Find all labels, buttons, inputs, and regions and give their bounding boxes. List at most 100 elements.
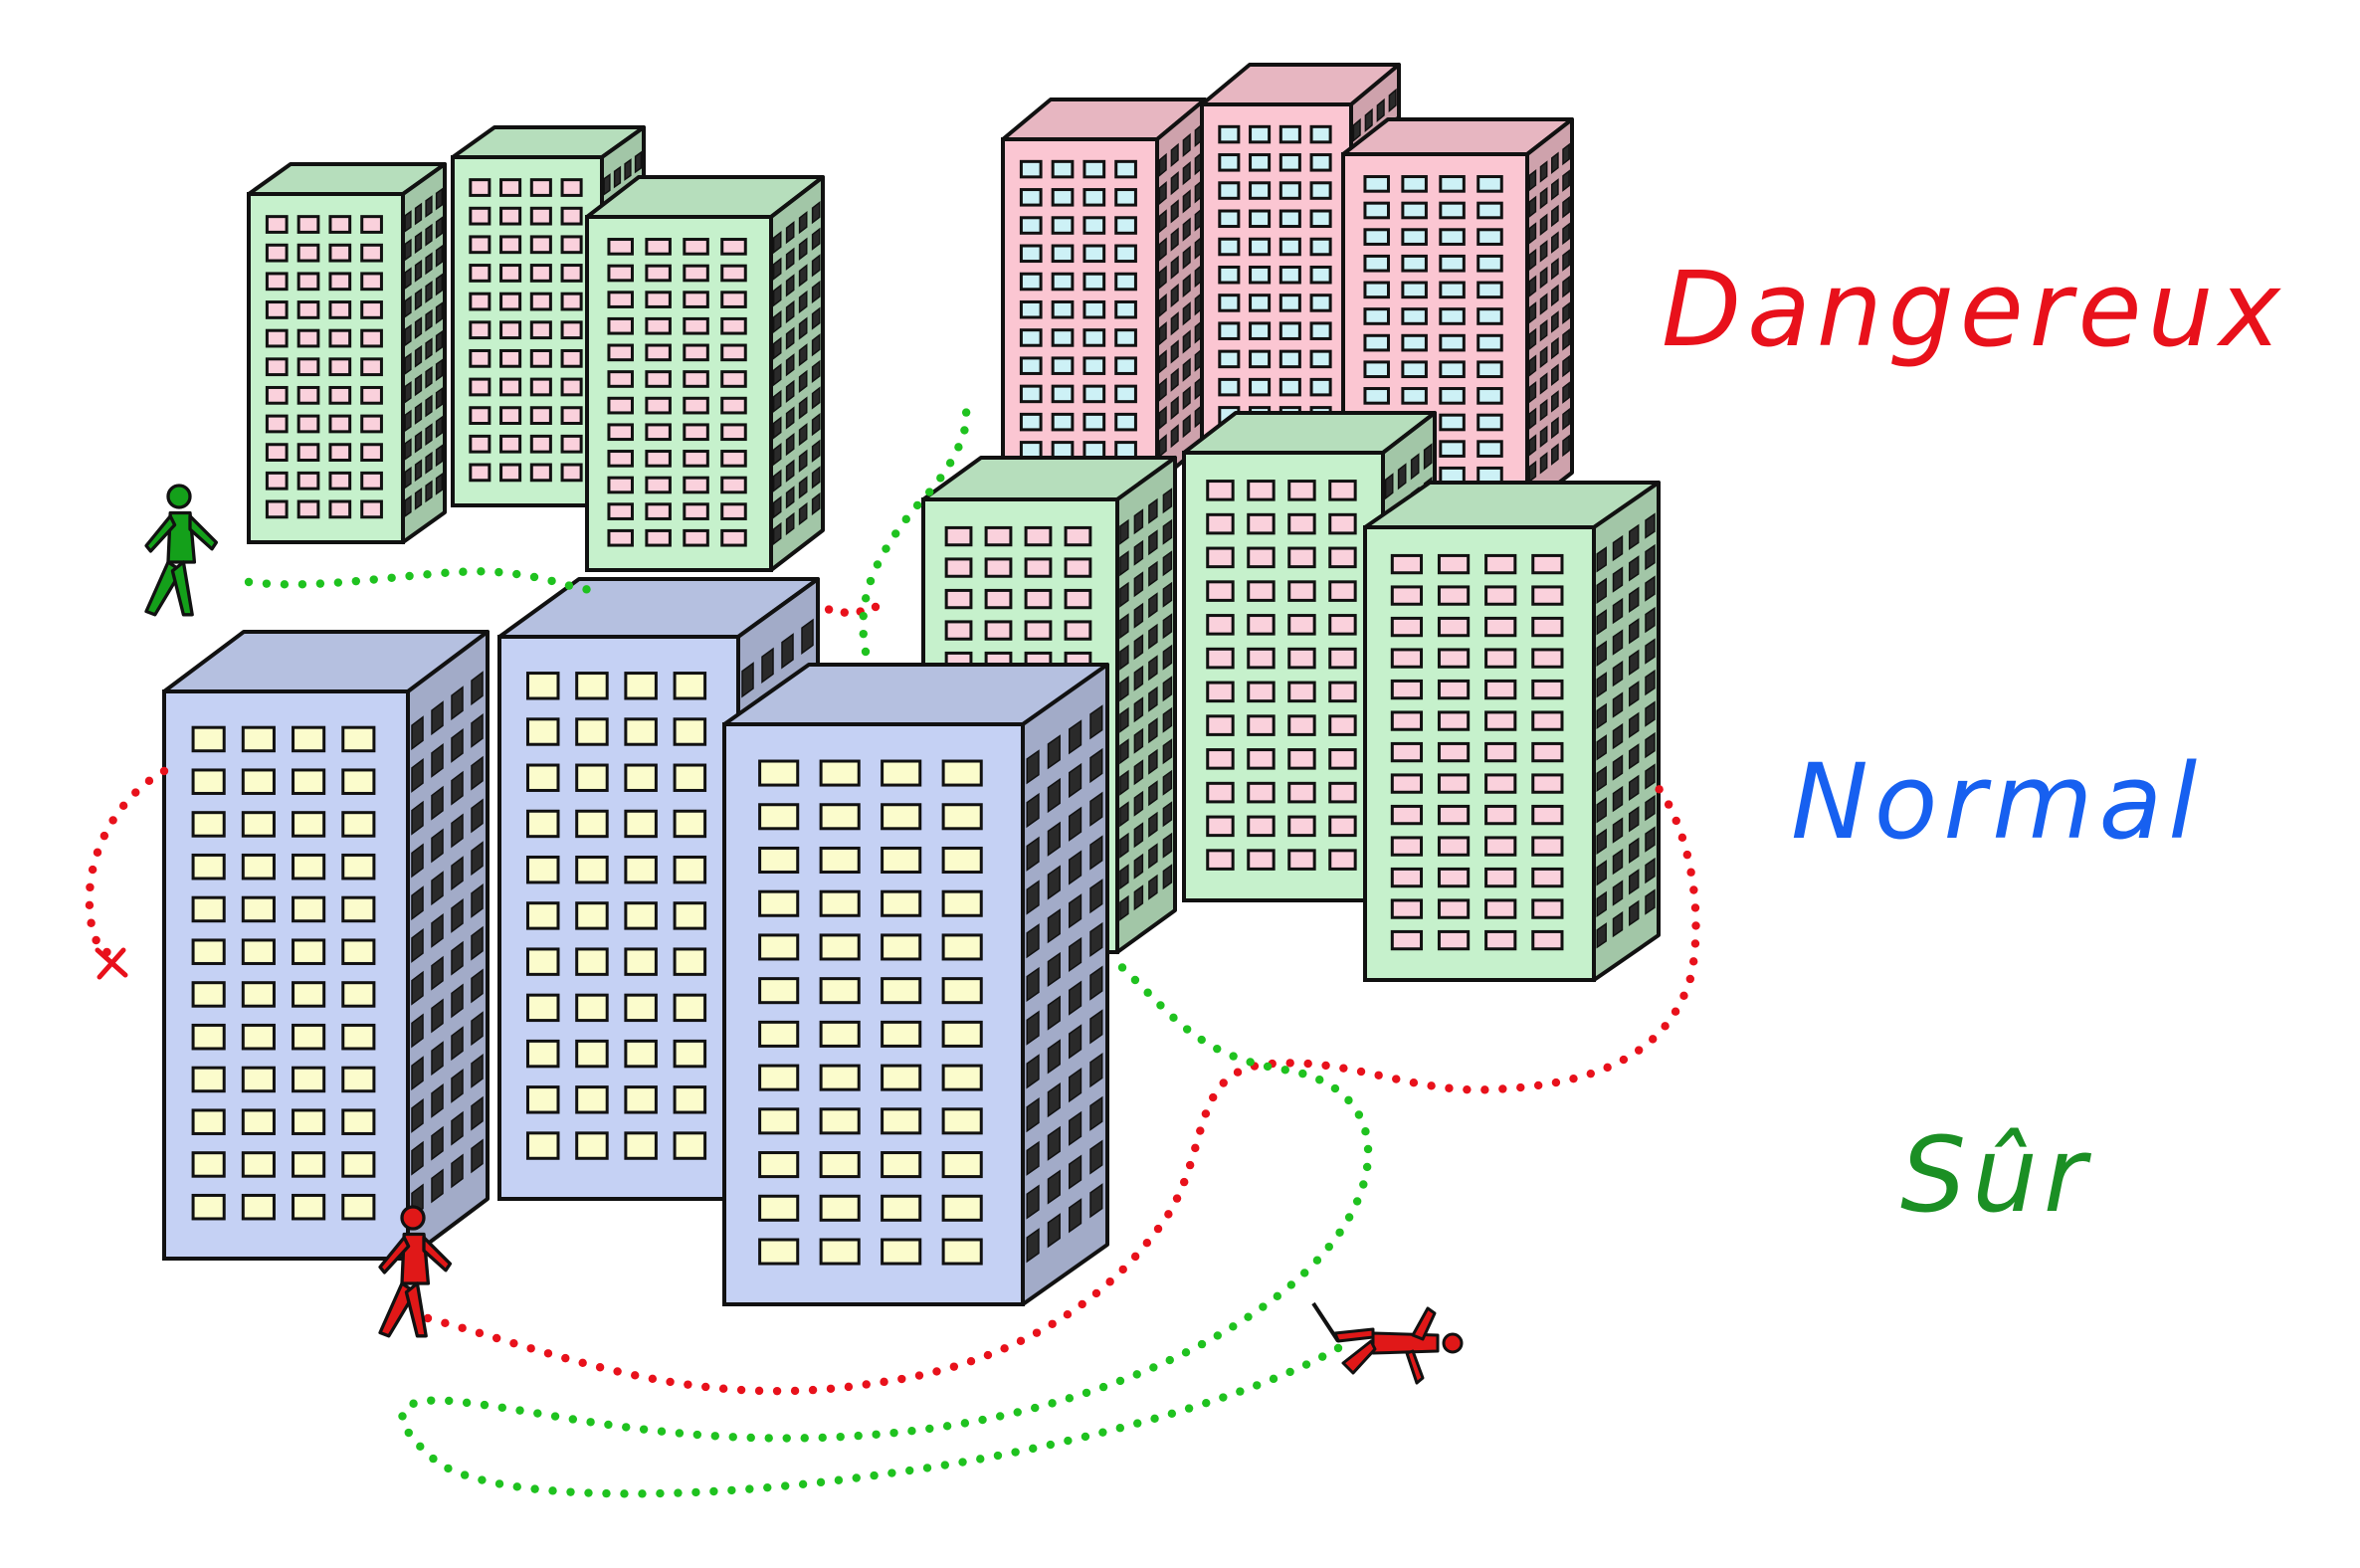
window bbox=[1182, 245, 1191, 270]
window bbox=[328, 328, 352, 348]
path-dot bbox=[936, 474, 945, 483]
window bbox=[683, 450, 709, 468]
path-dot bbox=[995, 1412, 1005, 1421]
window bbox=[1287, 480, 1316, 501]
window bbox=[1089, 879, 1103, 914]
window bbox=[431, 785, 444, 821]
window bbox=[1247, 681, 1276, 703]
window bbox=[1531, 585, 1564, 606]
window bbox=[1562, 328, 1570, 351]
window bbox=[1019, 412, 1043, 432]
window bbox=[1064, 525, 1092, 547]
window bbox=[1024, 620, 1053, 641]
window bbox=[1437, 741, 1471, 763]
window bbox=[1247, 580, 1276, 602]
window bbox=[471, 1095, 484, 1131]
window bbox=[529, 377, 552, 397]
window bbox=[758, 803, 800, 831]
window bbox=[1089, 1183, 1103, 1219]
window bbox=[1047, 734, 1061, 770]
window bbox=[471, 1011, 484, 1047]
window bbox=[328, 385, 352, 405]
window bbox=[1119, 676, 1129, 702]
window bbox=[1170, 255, 1179, 280]
window bbox=[613, 165, 622, 189]
window bbox=[785, 247, 795, 271]
window bbox=[1170, 367, 1179, 392]
window bbox=[1133, 602, 1144, 629]
person-head bbox=[166, 484, 192, 509]
path-dot bbox=[459, 567, 468, 576]
window bbox=[811, 254, 821, 278]
path-dot bbox=[1685, 974, 1695, 984]
window bbox=[785, 433, 795, 457]
window bbox=[411, 885, 424, 921]
window bbox=[1645, 731, 1656, 759]
window bbox=[1629, 869, 1640, 895]
window bbox=[1390, 773, 1424, 794]
window bbox=[941, 1194, 983, 1222]
window bbox=[328, 215, 352, 234]
window bbox=[673, 993, 707, 1023]
window bbox=[499, 235, 522, 255]
window bbox=[1051, 299, 1075, 319]
path-dot bbox=[515, 1406, 524, 1415]
window bbox=[1182, 132, 1191, 158]
path-dot bbox=[872, 1430, 881, 1439]
window bbox=[758, 759, 800, 787]
window bbox=[1019, 159, 1043, 179]
window bbox=[1629, 586, 1640, 614]
window bbox=[1309, 349, 1332, 369]
path-dot bbox=[1213, 1044, 1222, 1054]
window bbox=[435, 415, 444, 439]
window bbox=[624, 1039, 658, 1069]
window bbox=[469, 348, 492, 368]
window bbox=[499, 463, 522, 483]
window bbox=[984, 525, 1013, 547]
window bbox=[607, 450, 634, 468]
window bbox=[1069, 1198, 1082, 1234]
path-dot bbox=[1480, 1085, 1489, 1094]
window bbox=[1051, 384, 1075, 404]
path-dot bbox=[1253, 1381, 1262, 1390]
path-dot bbox=[1285, 1059, 1294, 1068]
path-dot bbox=[912, 500, 922, 510]
window bbox=[1278, 321, 1301, 340]
window bbox=[425, 451, 433, 475]
window bbox=[1249, 209, 1272, 229]
window bbox=[560, 320, 583, 340]
path-dot bbox=[595, 1363, 605, 1372]
window bbox=[1401, 281, 1428, 299]
path-dot bbox=[905, 1466, 914, 1475]
path-dot bbox=[280, 580, 290, 589]
window bbox=[1114, 441, 1137, 460]
path-dot bbox=[582, 585, 591, 594]
window bbox=[341, 853, 376, 881]
window bbox=[1249, 124, 1272, 144]
window bbox=[1309, 294, 1332, 312]
window bbox=[1082, 188, 1106, 207]
window bbox=[529, 206, 552, 226]
window bbox=[1082, 328, 1106, 347]
window bbox=[1328, 512, 1357, 535]
path-dot bbox=[1244, 1312, 1253, 1321]
window bbox=[575, 672, 609, 700]
window bbox=[1158, 237, 1167, 262]
window bbox=[1247, 714, 1276, 736]
person-leg bbox=[404, 1281, 428, 1338]
path-dot bbox=[398, 1412, 407, 1421]
red-dotted-path bbox=[824, 602, 881, 617]
window bbox=[575, 809, 609, 839]
window bbox=[1249, 153, 1272, 172]
window bbox=[1206, 480, 1235, 501]
path-dot bbox=[262, 579, 272, 588]
window bbox=[292, 1151, 326, 1178]
paths-group bbox=[85, 408, 1700, 1498]
window bbox=[1309, 209, 1332, 229]
path-dot bbox=[1619, 1055, 1629, 1065]
window bbox=[1439, 360, 1466, 379]
window bbox=[624, 717, 658, 746]
window bbox=[645, 291, 672, 308]
path-dot bbox=[1118, 1265, 1127, 1274]
window bbox=[575, 717, 609, 746]
